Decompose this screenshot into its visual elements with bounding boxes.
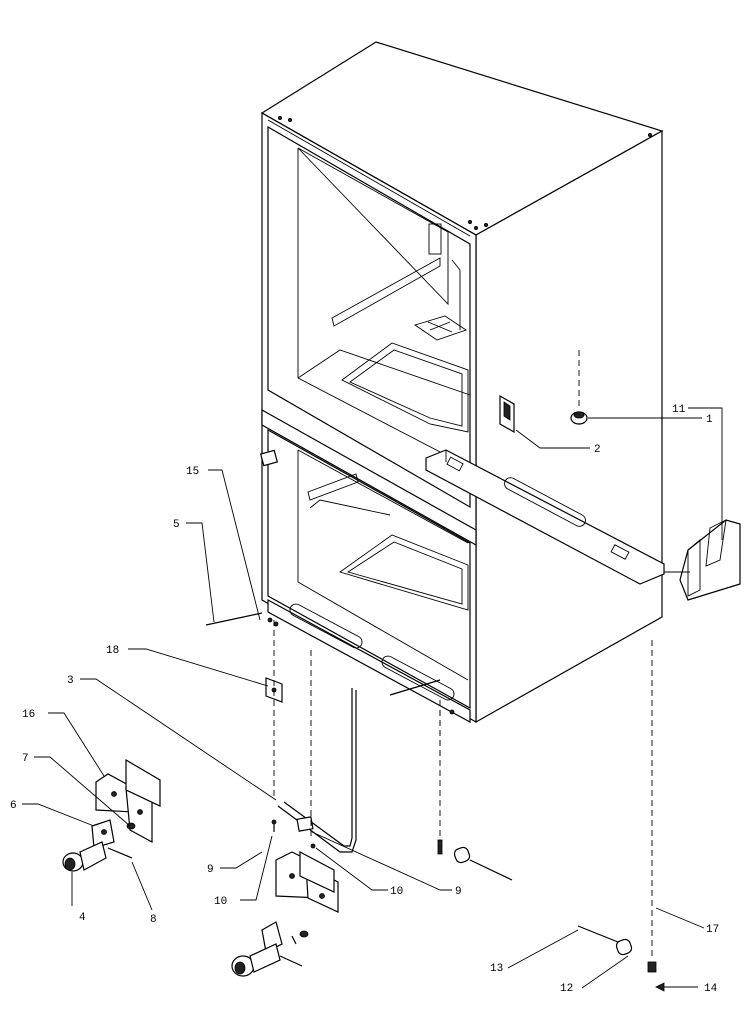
part-3-tube: [277, 688, 357, 853]
label-17: 17: [706, 924, 719, 936]
label-6: 6: [10, 800, 17, 812]
label-5: 5: [173, 519, 180, 531]
label-7: 7: [22, 753, 29, 765]
parts-12-13-right: [453, 640, 657, 973]
label-11: 11: [672, 404, 686, 416]
label-3: 3: [67, 675, 74, 687]
label-16: 16: [22, 709, 35, 721]
roller-assembly-left: [62, 819, 133, 872]
callout-labels: 1 2 3 4 5 6 7 8 9 10 10 9 11 12 13 14 15…: [10, 404, 719, 995]
label-9-left: 9: [207, 864, 214, 876]
part-7-screw: [126, 822, 136, 830]
label-18: 18: [106, 645, 119, 657]
label-2: 2: [594, 444, 601, 456]
leader-lines: [22, 407, 723, 992]
part-11-panel: [679, 519, 741, 601]
pins-screws: [205, 612, 455, 855]
part-1-cap: [570, 350, 588, 425]
part-2-bracket: [499, 394, 515, 434]
label-4: 4: [79, 912, 86, 924]
part-9-10-center: [296, 650, 316, 849]
roller-assembly-center: [231, 921, 309, 977]
label-12: 12: [560, 983, 573, 995]
label-15: 15: [186, 466, 199, 478]
label-9-center: 9: [455, 886, 462, 898]
label-10-center: 10: [390, 886, 403, 898]
label-13: 13: [490, 963, 503, 975]
label-8: 8: [150, 914, 157, 926]
roller-bracket-center: [275, 851, 339, 913]
label-1: 1: [706, 414, 713, 426]
part-9-10-left: [259, 449, 279, 832]
label-14: 14: [704, 983, 718, 995]
cabinet: [260, 41, 664, 724]
label-10-left: 10: [214, 896, 227, 908]
